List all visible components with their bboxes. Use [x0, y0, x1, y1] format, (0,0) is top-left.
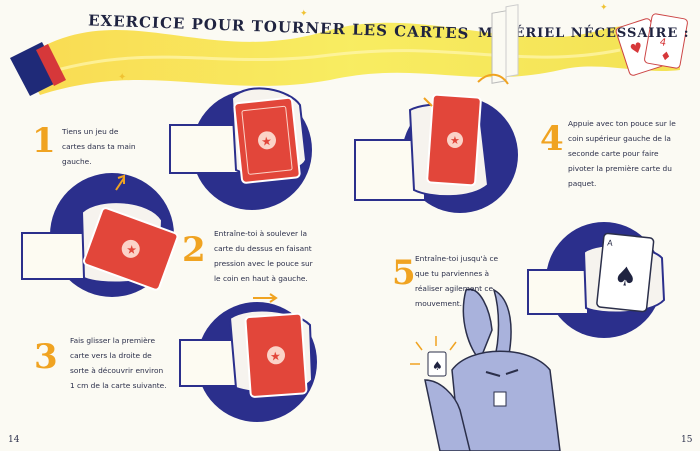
step-number: 3 — [34, 337, 58, 377]
step1-illustration: ★ — [169, 87, 312, 210]
svg-text:♦: ♦ — [659, 48, 672, 64]
card-deck-icon: ★ — [83, 207, 179, 291]
step-number: 2 — [182, 230, 206, 270]
svg-text:★: ★ — [260, 134, 272, 149]
svg-text:♠: ♠ — [432, 359, 443, 373]
svg-text:4: 4 — [659, 37, 667, 49]
svg-text:♠: ♠ — [612, 261, 638, 293]
step2-illustration: ★ — [21, 173, 179, 297]
svg-text:✦: ✦ — [300, 9, 308, 19]
svg-text:★: ★ — [450, 134, 460, 147]
ace-of-spades-icon: A ♠ — [596, 232, 655, 313]
magician-sleeve-icon — [10, 42, 66, 96]
step5-illustration: A ♠ — [527, 222, 666, 338]
step-text: Entraîne-toi jusqu'à ce que tu parvienne… — [415, 254, 499, 308]
step-text: Tiens un jeu de cartes dans ta main gauc… — [62, 127, 136, 166]
card-deck-icon: ★ — [244, 312, 308, 398]
arrow-icon — [115, 177, 125, 191]
svg-text:★: ★ — [123, 242, 140, 257]
svg-text:♥: ♥ — [628, 40, 645, 59]
svg-text:✦: ✦ — [600, 3, 608, 13]
page-number-right: 15 — [681, 435, 693, 445]
rabbit-illustration: ♠ — [410, 288, 561, 451]
svg-text:✦: ✦ — [118, 72, 126, 83]
step-text: Appuie avec ton pouce sur le coin supéri… — [568, 119, 676, 188]
step-text: Fais glisser la première carte vers la d… — [70, 336, 167, 390]
step-text: Entraîne-toi à soulever la carte du dess… — [214, 229, 313, 283]
card-deck-icon: ★ — [426, 4, 519, 187]
page-number-left: 14 — [8, 435, 20, 445]
arrow-icon — [477, 73, 509, 85]
svg-text:★: ★ — [270, 349, 282, 364]
card-deck-icon: ★ — [233, 96, 301, 184]
step-number: 4 — [540, 119, 564, 159]
step-number: 5 — [392, 253, 416, 293]
svg-text:A: A — [607, 238, 614, 248]
card-icon: ♠ — [427, 351, 447, 377]
step4-illustration: ★ — [354, 4, 519, 213]
step-number: 1 — [32, 121, 56, 161]
playing-cards-icon: ♥ 4 ♦ — [615, 13, 688, 76]
materials-heading: MATÉRIEL NÉCESSAIRE : — [478, 26, 690, 41]
step3-illustration: ★ — [179, 293, 317, 422]
